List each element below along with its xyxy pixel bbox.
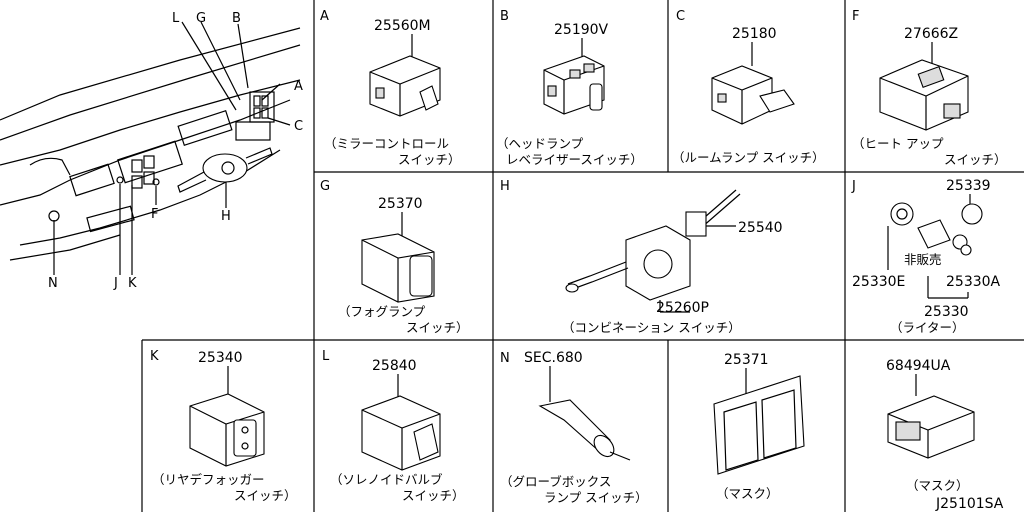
part-number: 25371 xyxy=(724,352,769,368)
caption-line-2: スイッチ） xyxy=(406,320,469,335)
callout-k: K xyxy=(128,276,137,291)
panel-n: N SEC.680 （グローブボックス ランプ スイッチ） xyxy=(500,350,648,505)
callout-n: N xyxy=(48,276,58,291)
panel-g: G 25370 （フォグランプ スイッチ） xyxy=(320,179,469,335)
caption-line-1: （グローブボックス xyxy=(500,474,611,489)
caption-line-2: スイッチ） xyxy=(402,488,465,503)
caption-line-1: （コンビネーション スイッチ） xyxy=(562,320,741,335)
panel-letter: A xyxy=(320,9,329,24)
panel-letter: B xyxy=(500,9,509,24)
part-number-right: 25330A xyxy=(946,274,1001,290)
panel-c: C 25180 （ルームランプ スイッチ） xyxy=(672,9,825,165)
callout-l: L xyxy=(172,11,180,26)
part-number: SEC.680 xyxy=(524,350,583,366)
panel-mask-25371: 25371 （マスク） xyxy=(713,352,805,501)
caption-line-1: （リヤデフォッガー xyxy=(152,472,265,487)
callout-f: F xyxy=(151,207,158,222)
caption-line-1: （フォグランプ xyxy=(338,304,426,319)
part-number: 25560M xyxy=(374,18,431,34)
part-number: 25180 xyxy=(732,26,777,42)
part-number: 68494UA xyxy=(886,358,951,374)
panel-f: F 27666Z （ヒート アップ スイッチ） xyxy=(852,9,1007,167)
panel-letter: G xyxy=(320,179,330,194)
panel-letter: L xyxy=(322,349,330,364)
diagram-code: J25101SA xyxy=(935,496,1004,512)
callout-h: H xyxy=(221,209,231,224)
callout-g: G xyxy=(196,11,206,26)
caption-line-1: （ルームランプ スイッチ） xyxy=(672,150,825,165)
caption-line-1: （ヘッドランプ xyxy=(496,136,584,151)
panel-letter: F xyxy=(852,9,859,24)
panel-a: A 25560M （ミラーコントロール スイッチ） xyxy=(320,9,461,167)
dashboard-overview: L G B A C N J K F H xyxy=(0,11,303,291)
panel-l: L 25840 （ソレノイドバルブ スイッチ） xyxy=(322,349,465,503)
callout-b: B xyxy=(232,11,241,26)
part-number: 25370 xyxy=(378,196,423,212)
part-number-bottom: 25330 xyxy=(924,304,969,320)
panel-mask-68494ua: 68494UA （マスク） xyxy=(886,358,975,493)
caption-line-1: （ライター） xyxy=(890,320,965,335)
caption-line-1: （マスク） xyxy=(716,486,779,501)
part-number-top: 25339 xyxy=(946,178,991,194)
part-number-left: 25330E xyxy=(852,274,905,290)
panel-letter: J xyxy=(851,179,856,194)
panel-h: H 25540 25260P （コンビネーション スイッチ） xyxy=(500,179,783,335)
caption-line-2: スイッチ） xyxy=(234,488,297,503)
callout-a: A xyxy=(294,79,303,94)
panel-j: J 25339 非販売 25330E 25330A 25330 （ライター） xyxy=(851,178,1001,335)
callout-j: J xyxy=(113,276,118,291)
caption-line-1: （ソレノイドバルブ xyxy=(330,472,443,487)
caption-line-2: ランプ スイッチ） xyxy=(544,490,648,505)
panel-k: K 25340 （リヤデフォッガー スイッチ） xyxy=(150,349,297,503)
caption-line-2: レベライザースイッチ） xyxy=(506,152,643,167)
grid-lines xyxy=(141,0,1024,512)
panel-b: B 25190V （ヘッドランプ レベライザースイッチ） xyxy=(496,9,643,167)
caption-line-1: （マスク） xyxy=(906,478,969,493)
caption-line-2: スイッチ） xyxy=(398,152,461,167)
caption-line-2: スイッチ） xyxy=(944,152,1007,167)
panel-letter: C xyxy=(676,9,685,24)
not-for-sale-label: 非販売 xyxy=(904,252,942,267)
panel-letter: H xyxy=(500,179,510,194)
part-number: 25190V xyxy=(554,22,609,38)
callout-c: C xyxy=(294,119,303,134)
part-number: 27666Z xyxy=(904,26,958,42)
part-number-1: 25540 xyxy=(738,220,783,236)
part-number: 25340 xyxy=(198,350,243,366)
caption-line-1: （ミラーコントロール xyxy=(324,136,449,151)
panel-letter: N xyxy=(500,351,510,366)
caption-line-1: （ヒート アップ xyxy=(852,136,944,151)
part-number-2: 25260P xyxy=(656,300,709,316)
part-number: 25840 xyxy=(372,358,417,374)
panel-letter: K xyxy=(150,349,159,364)
